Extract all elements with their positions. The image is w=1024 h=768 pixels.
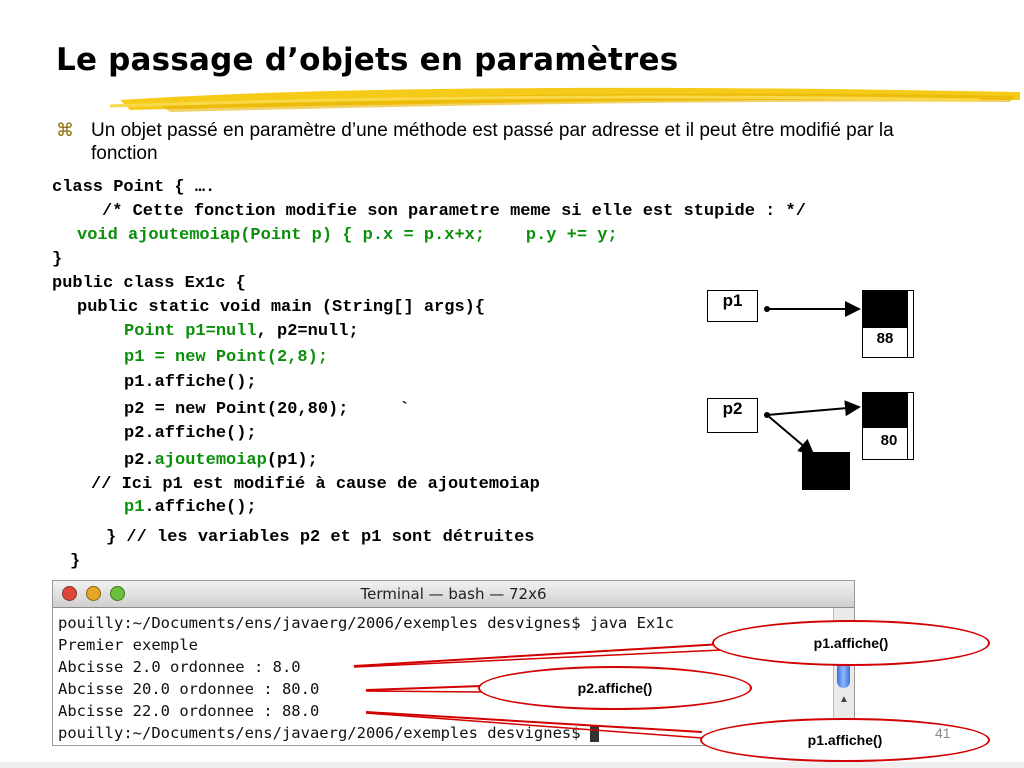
terminal-title: Terminal — bash — 72x6	[360, 585, 547, 603]
code-fragment: (p1);	[266, 451, 318, 470]
code-fragment: ajoutemoiap	[154, 451, 267, 470]
footer-bar	[0, 762, 1024, 768]
code-line: p1 = new Point(2,8);	[124, 348, 329, 367]
code-line: public class Ex1c {	[52, 274, 246, 293]
code-line: p2.ajoutemoiap(p1);	[124, 451, 318, 470]
callout-p2-affiche: p2.affiche()	[478, 666, 752, 710]
code-comment: // Ici p1 est modifié à cause de ajoutem…	[91, 475, 540, 494]
terminal-title-bar: Terminal — bash — 72x6	[53, 581, 854, 608]
p2-reference-box: p2	[707, 398, 758, 433]
code-line: p1.affiche();	[124, 498, 257, 517]
code-line: /* Cette fonction modifie son parametre …	[102, 202, 806, 221]
p1-reference-box: p1	[707, 290, 758, 322]
code-fragment: , p2=null;	[256, 322, 359, 341]
callout-label: p2.affiche()	[577, 680, 653, 696]
code-line: public static void main (String[] args){	[77, 298, 486, 317]
code-fragment: .affiche();	[144, 498, 257, 517]
title-underline-decoration	[109, 87, 1020, 112]
p1-x-field	[862, 290, 908, 328]
code-line: class Point { ….	[52, 178, 216, 197]
code-line: } // les variables p2 et p1 sont détruit…	[106, 528, 535, 547]
bullet-text: Un objet passé en paramètre d’une méthod…	[91, 120, 894, 164]
scrollbar-thumb[interactable]	[837, 660, 850, 688]
slide-title: Le passage d’objets en paramètres	[56, 42, 679, 78]
p1-y-value: 88	[876, 330, 894, 347]
terminal-line: Premier exemple	[58, 636, 198, 654]
code-fragment: p2.	[124, 451, 155, 470]
callout-connectors	[353, 643, 723, 739]
callout-p1-affiche-first: p1.affiche()	[712, 620, 990, 666]
terminal-line: pouilly:~/Documents/ens/javaerg/2006/exe…	[58, 614, 674, 632]
reference-arrows	[764, 301, 861, 456]
terminal-cursor	[589, 725, 599, 742]
code-line: Point p1=null, p2=null;	[124, 322, 359, 341]
code-line: p2 = new Point(20,80); `	[124, 400, 410, 419]
code-line: void ajoutemoiap(Point p) { p.x = p.x+x;…	[77, 226, 618, 245]
terminal-line: Abcisse 22.0 ordonnee : 88.0	[58, 702, 320, 720]
callout-p1-affiche-second: p1.affiche()	[700, 718, 990, 762]
code-line: }	[52, 250, 63, 269]
p1-label: p1	[722, 291, 743, 310]
code-line: }	[70, 552, 81, 571]
minimize-window-button[interactable]	[86, 586, 101, 601]
command-key-icon: ⌘	[56, 120, 74, 140]
p2-y-value: 80	[880, 432, 898, 449]
code-fragment: Point p1=null	[124, 322, 257, 341]
terminal-window: Terminal — bash — 72x6 pouilly:~/Documen…	[52, 580, 855, 746]
code-line: p1.affiche();	[124, 373, 257, 392]
p2-x-field	[862, 392, 908, 428]
zoom-window-button[interactable]	[110, 586, 125, 601]
scroll-up-arrow-icon[interactable]: ▲	[839, 694, 849, 705]
terminal-line: pouilly:~/Documents/ens/javaerg/2006/exe…	[58, 724, 599, 742]
code-line: p2.affiche();	[124, 424, 257, 443]
terminal-line: Abcisse 20.0 ordonnee : 80.0	[58, 680, 320, 698]
parameter-object	[802, 452, 850, 490]
code-fragment: p1	[124, 498, 145, 517]
close-window-button[interactable]	[62, 586, 77, 601]
terminal-line: Abcisse 2.0 ordonnee : 8.0	[58, 658, 301, 676]
terminal-prompt: pouilly:~/Documents/ens/javaerg/2006/exe…	[58, 724, 590, 742]
p2-label: p2	[722, 399, 743, 418]
callout-label: p1.affiche()	[807, 732, 883, 748]
page-number: 41	[935, 725, 951, 741]
callout-label: p1.affiche()	[813, 635, 889, 651]
